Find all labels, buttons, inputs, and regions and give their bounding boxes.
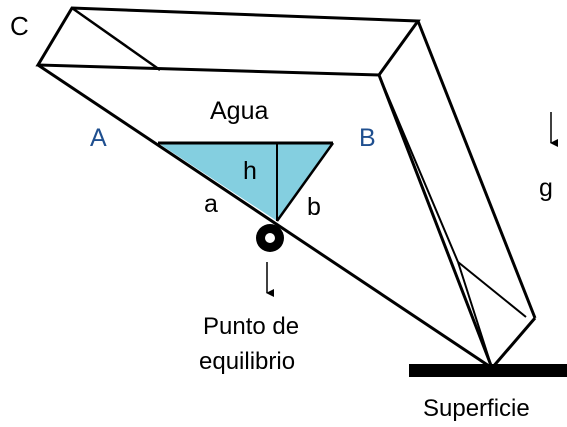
right-face-cross-line bbox=[457, 261, 527, 318]
prism-slope-edge bbox=[37, 63, 493, 370]
prism-front-right-edge bbox=[377, 74, 494, 369]
label-surface: Superficie bbox=[423, 395, 530, 422]
surface-base bbox=[409, 364, 567, 377]
equilibrium-point-inner bbox=[265, 233, 275, 243]
right-face-inner-line bbox=[378, 74, 459, 263]
prism-back-right-edge bbox=[416, 20, 537, 319]
top-face-diagonal bbox=[71, 6, 161, 72]
prism-bottom-edge bbox=[490, 317, 537, 369]
label-g: g bbox=[539, 174, 553, 202]
label-b-lower: b bbox=[307, 193, 321, 221]
water-right-edge bbox=[275, 142, 335, 222]
label-equilibrium-line1: Punto de bbox=[203, 313, 300, 340]
right-face-diagonal bbox=[457, 261, 493, 369]
label-a-upper: A bbox=[90, 124, 107, 152]
label-c: C bbox=[10, 11, 29, 41]
label-equilibrium-line2: equilibrio bbox=[199, 348, 296, 375]
label-a-lower: a bbox=[204, 190, 218, 218]
label-b-upper: B bbox=[359, 124, 376, 152]
prism-top-face bbox=[35, 6, 421, 77]
water-region bbox=[158, 143, 333, 221]
label-agua: Agua bbox=[210, 97, 269, 125]
label-h: h bbox=[243, 157, 257, 185]
